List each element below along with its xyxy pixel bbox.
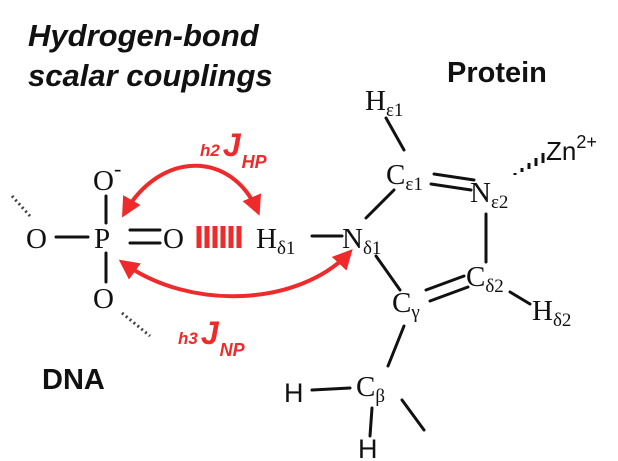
atom-h-delta2: Hδ2 bbox=[532, 295, 571, 331]
bond-he1-ce1 bbox=[384, 116, 406, 152]
coupling-label-hp: h2JHP bbox=[200, 127, 268, 172]
atom-h-epsilon1: Hε1 bbox=[365, 85, 403, 121]
bond-ce1-ne2-2 bbox=[429, 182, 473, 192]
atom-n-epsilon2: Nε2 bbox=[470, 177, 508, 213]
bond-cg-cb bbox=[386, 324, 406, 368]
bond-cb-h bbox=[368, 406, 374, 438]
bond-cb-chain bbox=[400, 398, 426, 432]
coupling-label-np: h3JNP bbox=[178, 315, 246, 360]
atom-o-left: O bbox=[26, 223, 47, 255]
atom-p: P bbox=[94, 223, 110, 255]
atom-zn: Zn2+ bbox=[546, 132, 597, 166]
bond-ce1-ne2-1 bbox=[432, 172, 476, 182]
dna-label: DNA bbox=[42, 364, 105, 396]
bond-nd1-cg bbox=[374, 254, 402, 292]
atoms: O- O P O O Hδ1 Nδ1 Hε1 Cε1 Nε2 Zn2+ Cδ2 … bbox=[26, 85, 597, 461]
title-line-1: Hydrogen-bond bbox=[28, 18, 260, 53]
title-line-2: scalar couplings bbox=[28, 58, 273, 93]
atom-o-lower: O bbox=[93, 283, 114, 315]
bond-h-cb bbox=[310, 386, 352, 392]
bond-nd1-ce1 bbox=[364, 188, 396, 220]
atom-o-minus: O- bbox=[93, 156, 121, 197]
dotted-bonds bbox=[10, 194, 151, 338]
atom-h-left: H bbox=[284, 378, 304, 408]
atom-c-delta2: Cδ2 bbox=[466, 261, 504, 297]
h3j-np-arrow bbox=[118, 249, 353, 299]
h2j-hp-arrow bbox=[122, 163, 262, 218]
atom-o-double: O bbox=[163, 223, 184, 255]
protein-label: Protein bbox=[447, 57, 547, 89]
zn-coordination-bond bbox=[513, 153, 545, 175]
atom-h-delta1: Hδ1 bbox=[256, 223, 295, 259]
hydrogen-bond bbox=[196, 226, 242, 248]
bond-cd2-cg-1 bbox=[424, 274, 466, 292]
atom-c-beta: Cβ bbox=[356, 371, 385, 407]
bond-cd2-cg-2 bbox=[428, 285, 470, 303]
bonds bbox=[54, 116, 532, 438]
dna-chain-lower bbox=[121, 311, 151, 338]
atom-c-epsilon1: Cε1 bbox=[386, 159, 423, 195]
bond-cd2-hd2 bbox=[508, 290, 532, 306]
atom-h-bottom: H bbox=[358, 434, 378, 461]
atom-n-delta1: Nδ1 bbox=[342, 223, 381, 259]
dna-chain-upper bbox=[10, 194, 32, 218]
atom-c-gamma: Cγ bbox=[392, 287, 420, 323]
